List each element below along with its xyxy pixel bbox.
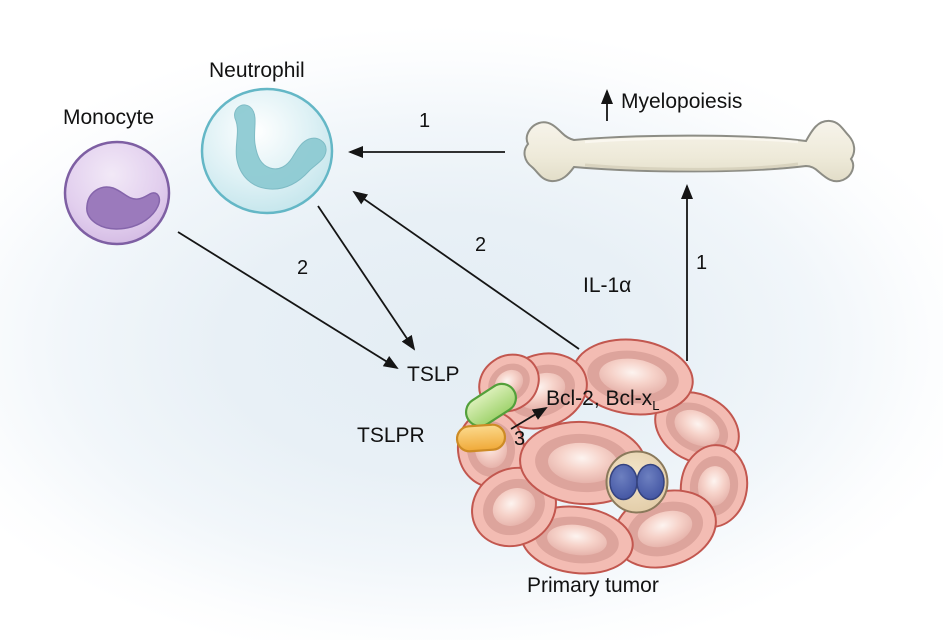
- tslpr-label: TSLPR: [357, 424, 425, 447]
- tumor-illustration: [456, 338, 749, 575]
- step-label-tumor-to-bone: 1: [696, 252, 708, 274]
- bcl-label: Bcl-2, Bcl-xL: [546, 387, 660, 414]
- tslp-label: TSLP: [407, 363, 460, 386]
- monocyte-label: Monocyte: [63, 106, 155, 129]
- tslpr-receptor: [455, 423, 507, 453]
- mitotic-cell: [605, 450, 669, 514]
- myelopoiesis-label: Myelopoiesis: [621, 90, 743, 113]
- tslp-molecule: [464, 382, 518, 428]
- mitotic-nucleus-left: [609, 463, 638, 501]
- bone-illustration: [523, 119, 856, 183]
- bcl-label-main: Bcl-2, Bcl-x: [546, 387, 653, 410]
- step-label-tumor-to-neutrophil: 2: [475, 234, 487, 256]
- step-label-cells-to-tslp: 2: [297, 257, 309, 279]
- neutrophil-cell: [200, 87, 334, 215]
- neutrophil-nucleus: [234, 104, 327, 190]
- step-label-tslpr-signal: 3: [514, 428, 526, 450]
- arrow-monocyte-to-tslp: [177, 231, 399, 370]
- primary-tumor-label: Primary tumor: [527, 574, 659, 597]
- arrow-tumor-to-neutrophil: [352, 190, 580, 350]
- il1a-label: IL-1α: [583, 274, 632, 297]
- step-label-bone-to-neutrophil: 1: [419, 110, 431, 132]
- monocyte-cell: [63, 140, 171, 246]
- neutrophil-label: Neutrophil: [209, 59, 305, 82]
- arrow-neutrophil-to-tslp: [317, 205, 416, 351]
- arrow-tslpr-to-bcl: [510, 406, 548, 430]
- mitotic-nucleus-right: [636, 463, 665, 501]
- monocyte-nucleus: [86, 186, 161, 230]
- bcl-label-subscript: L: [652, 398, 660, 414]
